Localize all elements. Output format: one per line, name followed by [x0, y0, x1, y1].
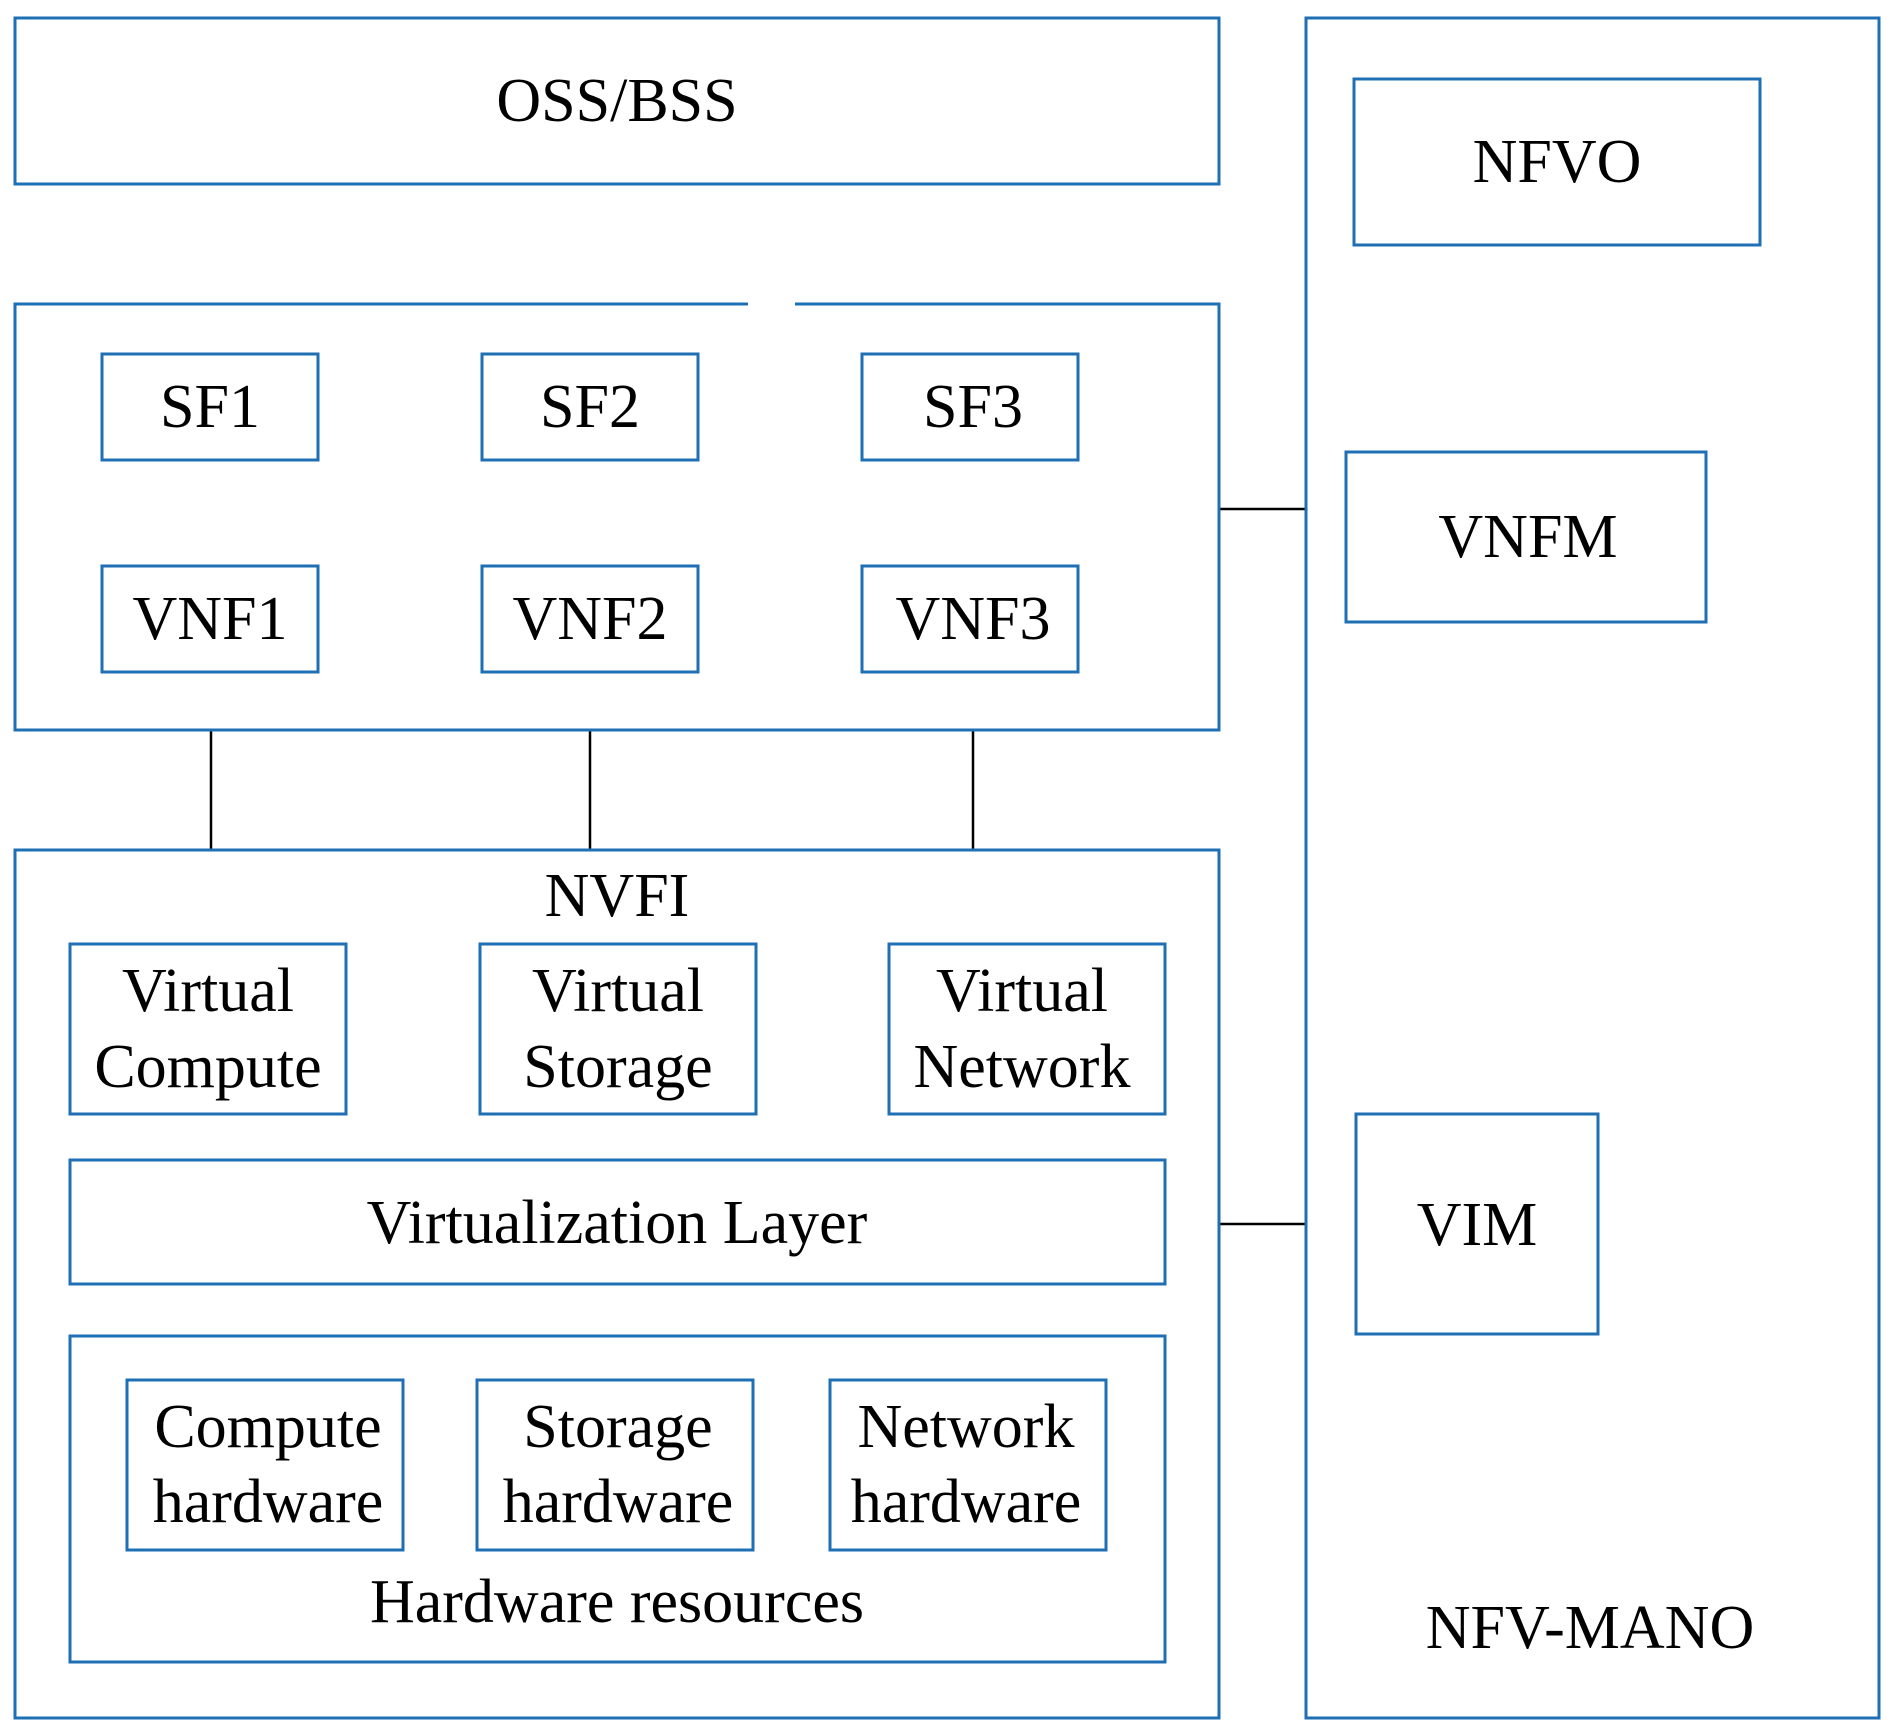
virtual-storage-node: Virtual Storage [478, 942, 758, 1116]
sf1-label: SF1 [160, 373, 260, 441]
virtualization-layer-label: Virtualization Layer [367, 1189, 868, 1257]
nfvo-node: NFVO [1352, 77, 1762, 247]
nfv-mano-box [1304, 16, 1881, 1720]
nfvo-box [1352, 77, 1762, 247]
nfvi-title: NVFI [545, 862, 690, 930]
storage-hardware-box [475, 1378, 755, 1552]
virtual-compute-box [68, 942, 348, 1116]
network-hardware-box [828, 1378, 1108, 1552]
oss-bss-block: OSS/BSS [13, 16, 1221, 186]
virtual-storage-box [478, 942, 758, 1116]
compute-hardware-line2: hardware [153, 1468, 384, 1536]
virtual-compute-line2: Compute [94, 1033, 321, 1101]
virtual-storage-line2: Storage [523, 1033, 712, 1101]
storage-hardware-node: Storage hardware [475, 1378, 755, 1552]
virtual-compute-node: Virtual Compute [68, 942, 348, 1116]
sf3-box [860, 352, 1080, 462]
virtual-network-line1: Virtual [936, 957, 1108, 1025]
virtual-network-line2: Network [914, 1033, 1131, 1101]
virtual-storage-line1: Virtual [532, 957, 704, 1025]
virtualization-layer-node: Virtualization Layer [68, 1158, 1167, 1286]
nfv-mano-block: NFVO VNFM VIM NFV-MANO [1304, 16, 1881, 1720]
compute-hardware-box [125, 1378, 405, 1552]
sf1-node: SF1 [100, 352, 320, 462]
vnf3-node: VNF3 [860, 564, 1080, 674]
vnf1-node: VNF1 [100, 564, 320, 674]
sf2-box [480, 352, 700, 462]
vnfm-box [1344, 450, 1708, 624]
hardware-resources-label: Hardware resources [370, 1568, 864, 1636]
vnf2-label: VNF2 [512, 585, 667, 653]
sf3-node: SF3 [860, 352, 1080, 462]
network-hardware-node: Network hardware [828, 1378, 1108, 1552]
network-hardware-line1: Network [858, 1393, 1075, 1461]
vnfm-label: VNFM [1438, 503, 1617, 571]
nfvi-block: NVFI Virtual Compute Virtual Storage Vir… [13, 848, 1221, 1720]
storage-hardware-line1: Storage [523, 1393, 712, 1461]
virtual-network-node: Virtual Network [887, 942, 1167, 1116]
nfvo-label: NFVO [1473, 128, 1642, 196]
sf1-box [100, 352, 320, 462]
vim-label: VIM [1417, 1191, 1538, 1259]
virtualization-layer-box [68, 1158, 1167, 1286]
vnf1-box [100, 564, 320, 674]
vnfm-node: VNFM [1344, 450, 1708, 624]
vnf-layer: SF1 SF2 SF3 VNF1 VNF2 VNF3 [13, 301, 1221, 732]
compute-hardware-node: Compute hardware [125, 1378, 405, 1552]
compute-hardware-line1: Compute [154, 1393, 381, 1461]
vnf2-node: VNF2 [480, 564, 700, 674]
vim-box [1354, 1112, 1600, 1336]
virtual-network-box [887, 942, 1167, 1116]
sf3-label: SF3 [923, 373, 1023, 441]
network-hardware-line2: hardware [851, 1468, 1082, 1536]
storage-hardware-line2: hardware [503, 1468, 734, 1536]
vim-node: VIM [1354, 1112, 1600, 1336]
vnf2-box [480, 564, 700, 674]
oss-bss-box [13, 16, 1221, 186]
sf2-node: SF2 [480, 352, 700, 462]
vnf3-label: VNF3 [895, 585, 1050, 653]
hardware-resources-node: Compute hardware Storage hardware Networ… [68, 1334, 1167, 1664]
oss-bss-label: OSS/BSS [496, 67, 737, 135]
vnf1-label: VNF1 [132, 585, 287, 653]
virtual-compute-line1: Virtual [122, 957, 294, 1025]
nfv-mano-label: NFV-MANO [1426, 1594, 1754, 1662]
vnf3-box [860, 564, 1080, 674]
sf2-label: SF2 [540, 373, 640, 441]
